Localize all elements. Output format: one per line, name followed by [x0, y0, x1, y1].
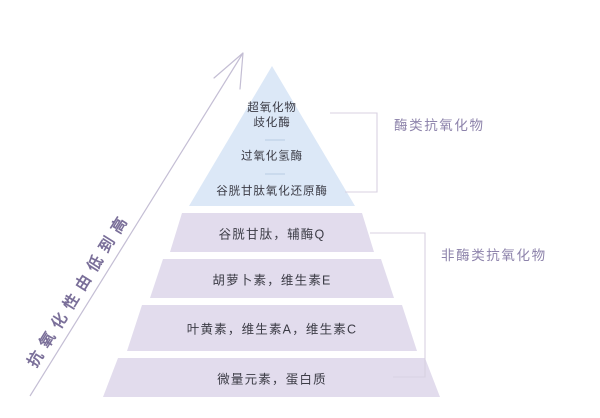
- band-shape-4: [103, 358, 440, 397]
- band-label-4: 微量元素，蛋白质: [217, 372, 327, 387]
- band-shape-2: [150, 259, 394, 298]
- connector-bracket-nonenzymatic: [370, 232, 426, 378]
- apex-row-1-line-2: 歧化酶: [253, 117, 291, 129]
- connector-bracket-enzymatic: [330, 112, 378, 193]
- gradient-arrow-head: [213, 52, 244, 90]
- band-label-1: 谷胱甘肽，辅酶Q: [218, 227, 326, 242]
- band-shape-1: [170, 213, 374, 252]
- gradient-arrow-shaft: [29, 52, 244, 397]
- apex-row-3: 谷胱甘肽氧化还原酶: [216, 185, 328, 198]
- category-label-nonenzymatic: 非酶类抗氧化物: [441, 248, 547, 263]
- apex-triangle: [189, 66, 355, 206]
- band-label-3: 叶黄素，维生素A，维生素C: [186, 322, 358, 337]
- band-label-2: 胡萝卜素，维生素E: [212, 273, 332, 288]
- apex-row-1: 超氧化物 歧化酶: [247, 101, 297, 131]
- category-label-enzymatic: 酶类抗氧化物: [394, 118, 485, 133]
- apex-row-1-line-1: 超氧化物: [247, 101, 297, 114]
- band-shape-3: [127, 305, 417, 351]
- apex-row-2: 过氧化氢酶: [241, 150, 303, 163]
